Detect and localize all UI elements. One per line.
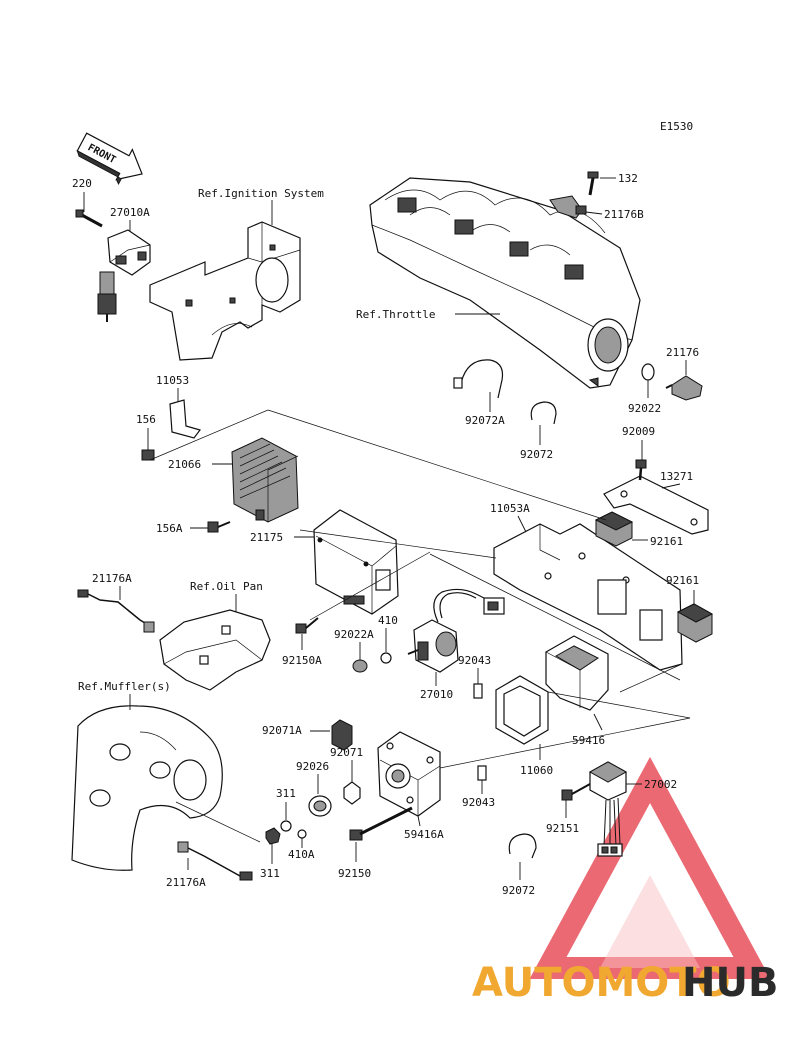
bolt-92151	[561, 783, 591, 801]
pin-92043-top	[473, 683, 483, 699]
front-arrow-icon: FRONT	[76, 132, 143, 186]
part-label-11053A: 11053A	[490, 502, 530, 515]
part-label-92043-bot: 92043	[462, 796, 495, 809]
ignition-bracket	[149, 221, 301, 361]
watermark-triangle-icon	[529, 756, 771, 979]
sensor-27010	[407, 588, 505, 673]
bolt-92150A	[295, 617, 319, 634]
bolt-156	[141, 449, 155, 461]
part-label-311-top: 311	[276, 787, 296, 800]
part-label-11053: 11053	[156, 374, 189, 387]
washer-92022A	[352, 659, 368, 673]
sensor-27002	[588, 761, 628, 857]
part-label-92151: 92151	[546, 822, 579, 835]
part-label-92161-right: 92161	[666, 574, 699, 587]
ref-throttle: Ref.Throttle	[356, 308, 435, 321]
watermark-text-part1: AUTOMOTO	[472, 960, 731, 1006]
cushion-92161-top	[594, 511, 634, 547]
part-label-92072A: 92072A	[465, 414, 505, 427]
cap-92071	[343, 781, 361, 805]
part-label-92026: 92026	[296, 760, 329, 773]
washer-311-top	[280, 820, 292, 832]
part-label-92022A: 92022A	[334, 628, 374, 641]
sensor-21176A-bot	[177, 841, 253, 881]
watermark-logo	[529, 756, 771, 979]
gasket-11060	[495, 675, 549, 745]
part-label-27010A: 27010A	[110, 206, 150, 219]
housing-59416A	[377, 731, 441, 817]
ecu-21175	[313, 509, 399, 615]
part-label-156A: 156A	[156, 522, 183, 535]
part-label-21176B: 21176B	[604, 208, 644, 221]
o-ring-410	[380, 652, 392, 664]
part-label-27010: 27010	[420, 688, 453, 701]
plate-13271	[603, 475, 709, 535]
watermark-text-part2: HUB	[682, 960, 778, 1006]
sensor-21176B	[549, 195, 587, 219]
part-label-11060: 11060	[520, 764, 553, 777]
part-label-59416A: 59416A	[404, 828, 444, 841]
part-label-92071: 92071	[330, 746, 363, 759]
part-label-21176A-bot: 21176A	[166, 876, 206, 889]
regulator-21066	[231, 437, 299, 523]
muffler	[71, 705, 223, 871]
part-label-27002: 27002	[644, 778, 677, 791]
part-label-21176A-top: 21176A	[92, 572, 132, 585]
watermark-text: AUTOMOTO HUB	[472, 960, 778, 1006]
o-ring-410A	[297, 829, 307, 839]
part-label-21066: 21066	[168, 458, 201, 471]
sensor-21176	[665, 375, 703, 401]
part-label-220: 220	[72, 177, 92, 190]
bolt-156A	[207, 521, 231, 533]
part-label-21176: 21176	[666, 346, 699, 359]
part-label-92009: 92009	[622, 425, 655, 438]
bracket-11053	[169, 399, 202, 439]
part-label-21175: 21175	[250, 531, 283, 544]
nut-311-bot	[265, 827, 281, 845]
clamp-92072-bot	[508, 833, 537, 859]
part-label-59416: 59416	[572, 734, 605, 747]
part-label-410A: 410A	[288, 848, 315, 861]
pin-92043-bot	[477, 765, 487, 781]
bolt-92009	[635, 459, 647, 481]
part-label-92150A: 92150A	[282, 654, 322, 667]
bolt-132	[587, 171, 599, 196]
part-label-92022: 92022	[628, 402, 661, 415]
oil-pan	[159, 609, 271, 691]
bolt-92150	[349, 806, 413, 841]
clamp-92072-mid	[530, 401, 557, 425]
part-label-132: 132	[618, 172, 638, 185]
ref-mufflers: Ref.Muffler(s)	[78, 680, 171, 693]
part-label-92071A: 92071A	[262, 724, 302, 737]
part-label-92043-top: 92043	[458, 654, 491, 667]
cushion-92161-right	[676, 603, 714, 643]
part-label-92150: 92150	[338, 867, 371, 880]
part-label-92072-bot: 92072	[502, 884, 535, 897]
sensor-21176A-top	[77, 589, 155, 633]
bolt-220	[75, 209, 103, 228]
part-label-311-bot: 311	[260, 867, 280, 880]
diagram-code: E1530	[660, 120, 693, 133]
part-label-13271: 13271	[660, 470, 693, 483]
clamp-92072A	[459, 359, 504, 399]
cap-92071A	[331, 719, 353, 751]
sensor-27010A	[97, 229, 151, 322]
throttle-body	[369, 177, 641, 389]
part-label-410: 410	[378, 614, 398, 627]
part-label-92072-mid: 92072	[520, 448, 553, 461]
ref-oil-pan: Ref.Oil Pan	[190, 580, 263, 593]
ref-ignition-system: Ref.Ignition System	[198, 187, 324, 200]
duct-59416	[545, 635, 609, 711]
part-label-92161-top: 92161	[650, 535, 683, 548]
washer-92022	[641, 363, 655, 381]
part-label-156: 156	[136, 413, 156, 426]
